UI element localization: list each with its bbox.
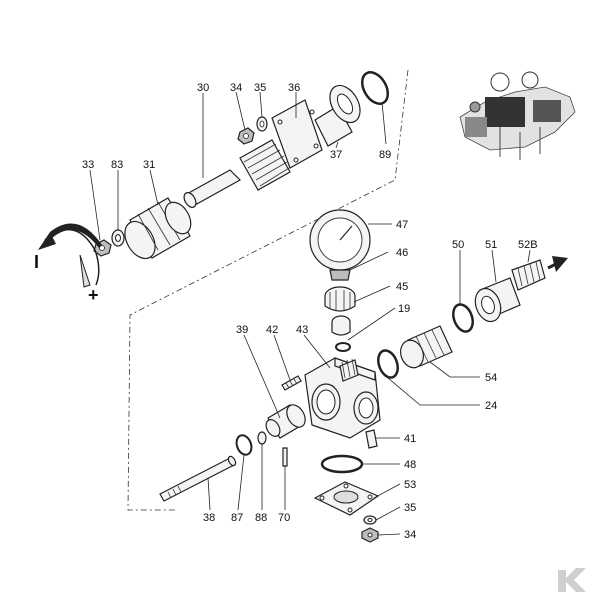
part-label-36: 36 <box>288 82 300 94</box>
part-label-83: 83 <box>111 159 123 171</box>
part-label-50: 50 <box>452 239 464 251</box>
part-label-24: 24 <box>485 400 497 412</box>
oring-48 <box>320 454 364 474</box>
part-label-54: 54 <box>485 372 497 384</box>
hose-tail-52B <box>511 259 546 291</box>
ring-nut-46 <box>324 286 356 312</box>
rotation-open-symbol: + <box>88 285 99 305</box>
oring-24 <box>377 349 399 379</box>
part-label-70: 70 <box>278 512 290 524</box>
valve-39 <box>265 404 306 439</box>
oring-19 <box>335 342 351 352</box>
part-label-35-bottom: 35 <box>404 502 416 514</box>
brand-logo-icon <box>558 568 586 592</box>
rod-38 <box>159 455 237 502</box>
part-label-37: 37 <box>330 149 342 161</box>
valve-body-43 <box>304 357 381 439</box>
part-label-46: 46 <box>396 247 408 259</box>
part-label-43: 43 <box>296 324 308 336</box>
nut-51 <box>474 277 521 323</box>
part-label-47: 47 <box>396 219 408 231</box>
part-label-42: 42 <box>266 324 278 336</box>
plate-53 <box>313 481 380 516</box>
part-label-87: 87 <box>231 512 243 524</box>
ring-87 <box>235 434 253 456</box>
part-label-51: 51 <box>485 239 497 251</box>
oring-50 <box>452 303 474 333</box>
part-label-53: 53 <box>404 479 416 491</box>
part-label-45: 45 <box>396 281 408 293</box>
part-label-38: 38 <box>203 512 215 524</box>
leader-lines <box>89 91 531 536</box>
assembly-boundary <box>127 69 409 511</box>
screw-42 <box>281 375 302 391</box>
assembly-thumbnail-icon <box>445 62 585 162</box>
part-label-89: 89 <box>379 149 391 161</box>
nut-34-bottom <box>361 527 379 543</box>
connector-54 <box>400 325 453 369</box>
part-label-19: 19 <box>398 303 410 315</box>
part-label-52B: 52B <box>518 239 538 251</box>
nut-34-top <box>237 127 255 145</box>
rotation-close-symbol: I <box>34 252 39 272</box>
flow-arrow-icon <box>547 256 568 272</box>
gauge-47 <box>309 209 371 281</box>
adapter-45 <box>331 315 351 336</box>
part-label-41: 41 <box>404 433 416 445</box>
part-label-30: 30 <box>197 82 209 94</box>
flange-36 <box>239 99 323 191</box>
part-label-88: 88 <box>255 512 267 524</box>
cam-31 <box>124 197 192 260</box>
part-label-35-top: 35 <box>254 82 266 94</box>
washer-83 <box>111 229 125 247</box>
shaft-30 <box>183 169 241 208</box>
part-label-34-top: 34 <box>230 82 242 94</box>
part-label-33: 33 <box>82 159 94 171</box>
ring-89 <box>360 71 390 105</box>
pin-41 <box>365 429 378 449</box>
washer-88 <box>257 431 267 445</box>
rotation-arrow-icon <box>38 223 102 288</box>
washer-35-top <box>256 116 268 132</box>
pin-70 <box>282 447 288 467</box>
washer-35-bottom <box>363 515 377 525</box>
part-label-39: 39 <box>236 324 248 336</box>
part-label-34-bottom: 34 <box>404 529 416 541</box>
part-label-31: 31 <box>143 159 155 171</box>
cup-37 <box>314 84 361 147</box>
part-label-48: 48 <box>404 459 416 471</box>
